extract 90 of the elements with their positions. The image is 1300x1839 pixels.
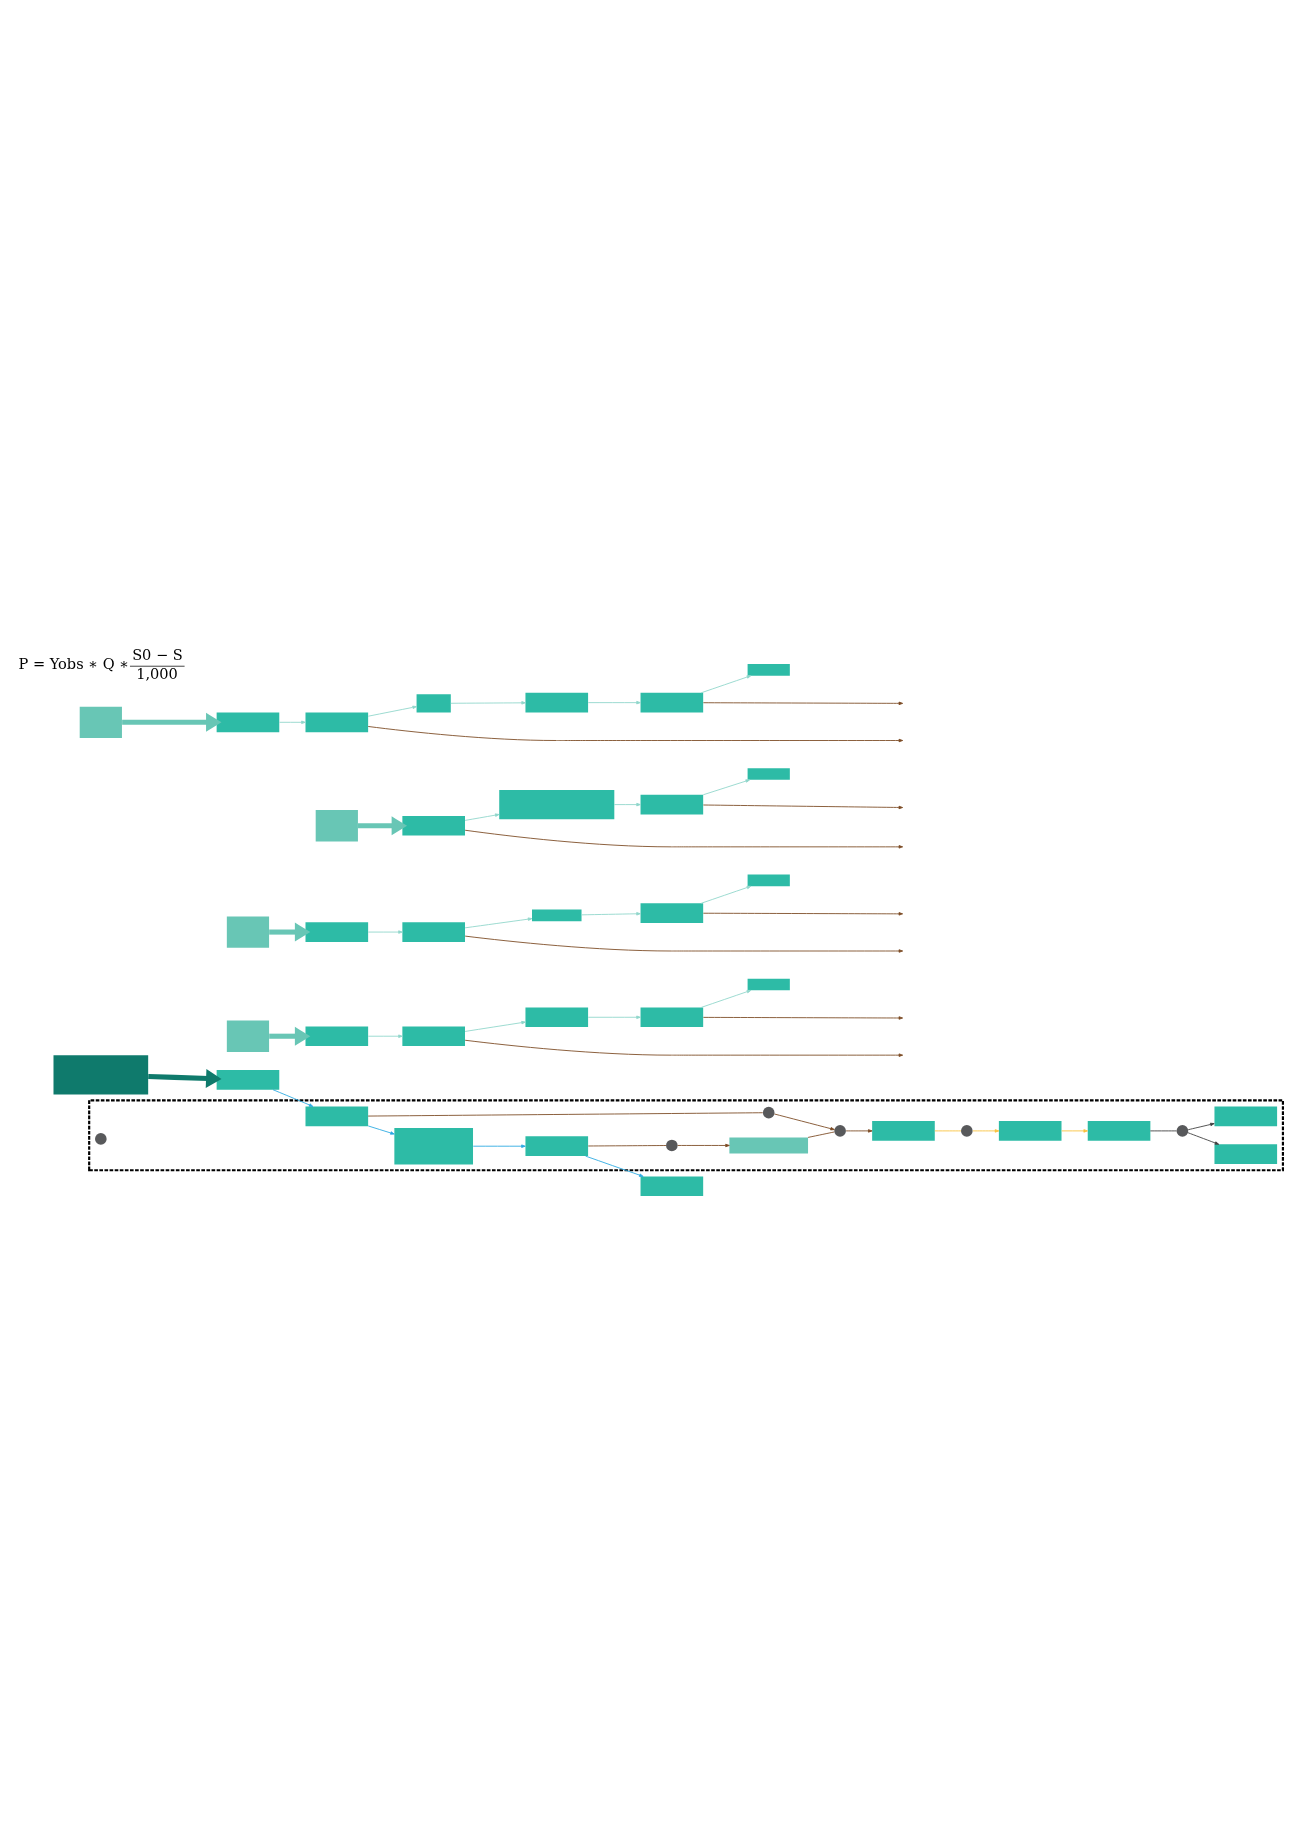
arrow	[677, 1143, 730, 1148]
connector	[587, 1145, 667, 1147]
node-box	[525, 1007, 589, 1028]
arrow	[472, 1144, 526, 1148]
cluster	[88, 1099, 1285, 1172]
node-box	[640, 1176, 704, 1197]
node-box	[640, 794, 704, 815]
arrow	[972, 1129, 1000, 1133]
node-box	[226, 916, 270, 948]
arrow	[585, 1155, 644, 1177]
node-box	[640, 903, 704, 923]
node-circle	[666, 1139, 678, 1152]
node-box	[747, 978, 790, 991]
node-box	[402, 922, 465, 942]
arrow	[700, 989, 752, 1008]
arrow	[702, 779, 750, 796]
node-circle	[834, 1125, 846, 1137]
label: 1,000	[136, 665, 178, 683]
node-box	[402, 815, 465, 836]
node-box	[394, 1128, 473, 1165]
node-box	[747, 768, 790, 780]
node-box	[747, 874, 790, 887]
connector	[1149, 1130, 1177, 1132]
node-box	[53, 1055, 149, 1095]
node-box	[226, 1020, 270, 1052]
arrow	[450, 701, 526, 705]
node-box	[216, 1070, 280, 1090]
node-box	[1214, 1144, 1278, 1165]
node-box	[305, 1106, 369, 1127]
node-box	[79, 706, 122, 738]
arrow	[464, 813, 500, 821]
node-box	[640, 692, 704, 713]
arrow	[122, 712, 222, 732]
label: S0 − S	[132, 645, 183, 663]
node-box	[998, 1121, 1062, 1141]
arrow	[464, 829, 904, 849]
arrow	[464, 1020, 526, 1032]
node-circle	[961, 1125, 973, 1137]
node-box	[216, 712, 280, 733]
arrow	[613, 802, 641, 807]
arrow	[702, 701, 904, 706]
node-box	[525, 1136, 589, 1157]
arrow	[367, 705, 417, 717]
arrow	[702, 912, 904, 916]
node-box	[640, 1007, 704, 1028]
arrow	[464, 935, 904, 953]
arrow	[367, 1125, 395, 1135]
arrow	[581, 912, 641, 916]
arrow	[269, 1026, 311, 1046]
node-box	[305, 1026, 369, 1047]
node-box	[499, 790, 615, 820]
node-box	[416, 694, 451, 713]
arrow	[1187, 1132, 1220, 1145]
node-circle	[1176, 1125, 1189, 1137]
arrow	[464, 917, 533, 929]
arrow	[367, 930, 403, 934]
arrow	[1187, 1122, 1215, 1131]
node-box	[402, 1026, 465, 1047]
node-box	[305, 712, 369, 733]
node-circle	[762, 1106, 775, 1119]
node-box	[532, 909, 582, 922]
arrow	[702, 804, 904, 810]
node-box	[872, 1121, 935, 1141]
node-box	[1087, 1121, 1151, 1141]
arrow	[367, 726, 904, 743]
arrow	[1061, 1129, 1088, 1133]
connector	[367, 1112, 764, 1117]
node-box	[1214, 1106, 1278, 1127]
arrow	[148, 1069, 222, 1088]
arrow	[700, 885, 752, 904]
arrow	[279, 720, 306, 724]
arrow	[272, 1089, 314, 1107]
arrow	[358, 816, 408, 836]
node-box	[305, 922, 369, 942]
node-box	[747, 664, 790, 676]
node-box	[729, 1137, 809, 1154]
node-circle	[95, 1133, 107, 1145]
connector	[807, 1131, 835, 1138]
arrow	[269, 922, 311, 942]
label: P = Yobs ∗ Q ∗	[18, 655, 130, 673]
node-box	[525, 692, 589, 713]
node-box	[315, 810, 358, 842]
arrow	[587, 700, 641, 705]
arrow	[367, 1034, 403, 1038]
arrow	[702, 1016, 904, 1020]
arrow	[774, 1113, 835, 1131]
arrow	[587, 1015, 641, 1019]
arrow	[845, 1129, 873, 1133]
arrow	[700, 675, 752, 694]
arrow	[464, 1039, 904, 1057]
